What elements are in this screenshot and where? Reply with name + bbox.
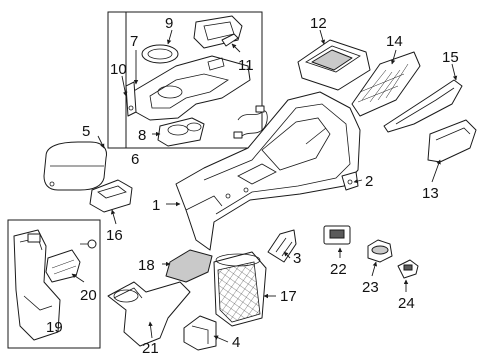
callout-5: 5: [82, 123, 90, 140]
clip-part: [221, 33, 239, 47]
callout-15: 15: [442, 49, 459, 66]
pad-part-18: [165, 249, 213, 283]
switch-part-22: [323, 225, 351, 245]
small-tray-part-16: [89, 179, 133, 213]
callout-20: 20: [80, 287, 97, 304]
bracket-part-4: [183, 315, 217, 351]
callout-2: 2: [365, 173, 373, 190]
bolt-icon: [80, 239, 97, 249]
bracket-part-3: [267, 229, 297, 263]
callout-7: 7: [130, 33, 138, 50]
callout-1: 1: [152, 197, 160, 214]
callout-labels: 1 2 3 4 5 6 7 8 9 10 11 12 13 14 15 16 1…: [46, 15, 459, 357]
group-box-19: [7, 219, 101, 349]
vent-part-20: [27, 233, 81, 283]
cup-holder-insert-part: [157, 117, 205, 147]
side-cover-part-13: [427, 119, 477, 163]
callout-6: 6: [131, 151, 139, 168]
bracket-part-10: [125, 81, 137, 117]
mesh-pocket-part-17: [213, 251, 267, 327]
grille-panel-part-14: [351, 51, 421, 117]
bracket-part-2: [341, 171, 359, 191]
callout-3: 3: [293, 250, 301, 267]
callout-17: 17: [280, 288, 297, 305]
callout-18: 18: [138, 257, 155, 274]
air-duct-part-21: [107, 281, 191, 347]
callout-4: 4: [232, 334, 240, 351]
shift-bezel-part: [193, 15, 243, 49]
console-upper-panel-part: [131, 55, 251, 121]
callout-16: 16: [106, 227, 123, 244]
callout-24: 24: [398, 295, 415, 312]
callout-19: 19: [46, 319, 63, 336]
callout-9: 9: [165, 15, 173, 32]
callout-23: 23: [362, 279, 379, 296]
callout-14: 14: [386, 33, 403, 50]
callout-13: 13: [422, 185, 439, 202]
socket-part-23: [367, 239, 393, 263]
callout-8: 8: [138, 127, 146, 144]
callout-11: 11: [238, 57, 254, 74]
callout-10: 10: [110, 61, 127, 78]
wire-harness: [233, 105, 268, 139]
callout-22: 22: [330, 261, 347, 278]
callout-21: 21: [142, 340, 159, 357]
storage-bin-part-12: [297, 39, 371, 91]
leader-lines: [71, 29, 458, 343]
cup-holder-ring-part: [141, 44, 179, 64]
armrest-lid-part-5: [43, 141, 107, 191]
connector-part-24: [397, 259, 419, 279]
side-trim-part-15: [383, 79, 463, 133]
callout-12: 12: [310, 15, 327, 32]
